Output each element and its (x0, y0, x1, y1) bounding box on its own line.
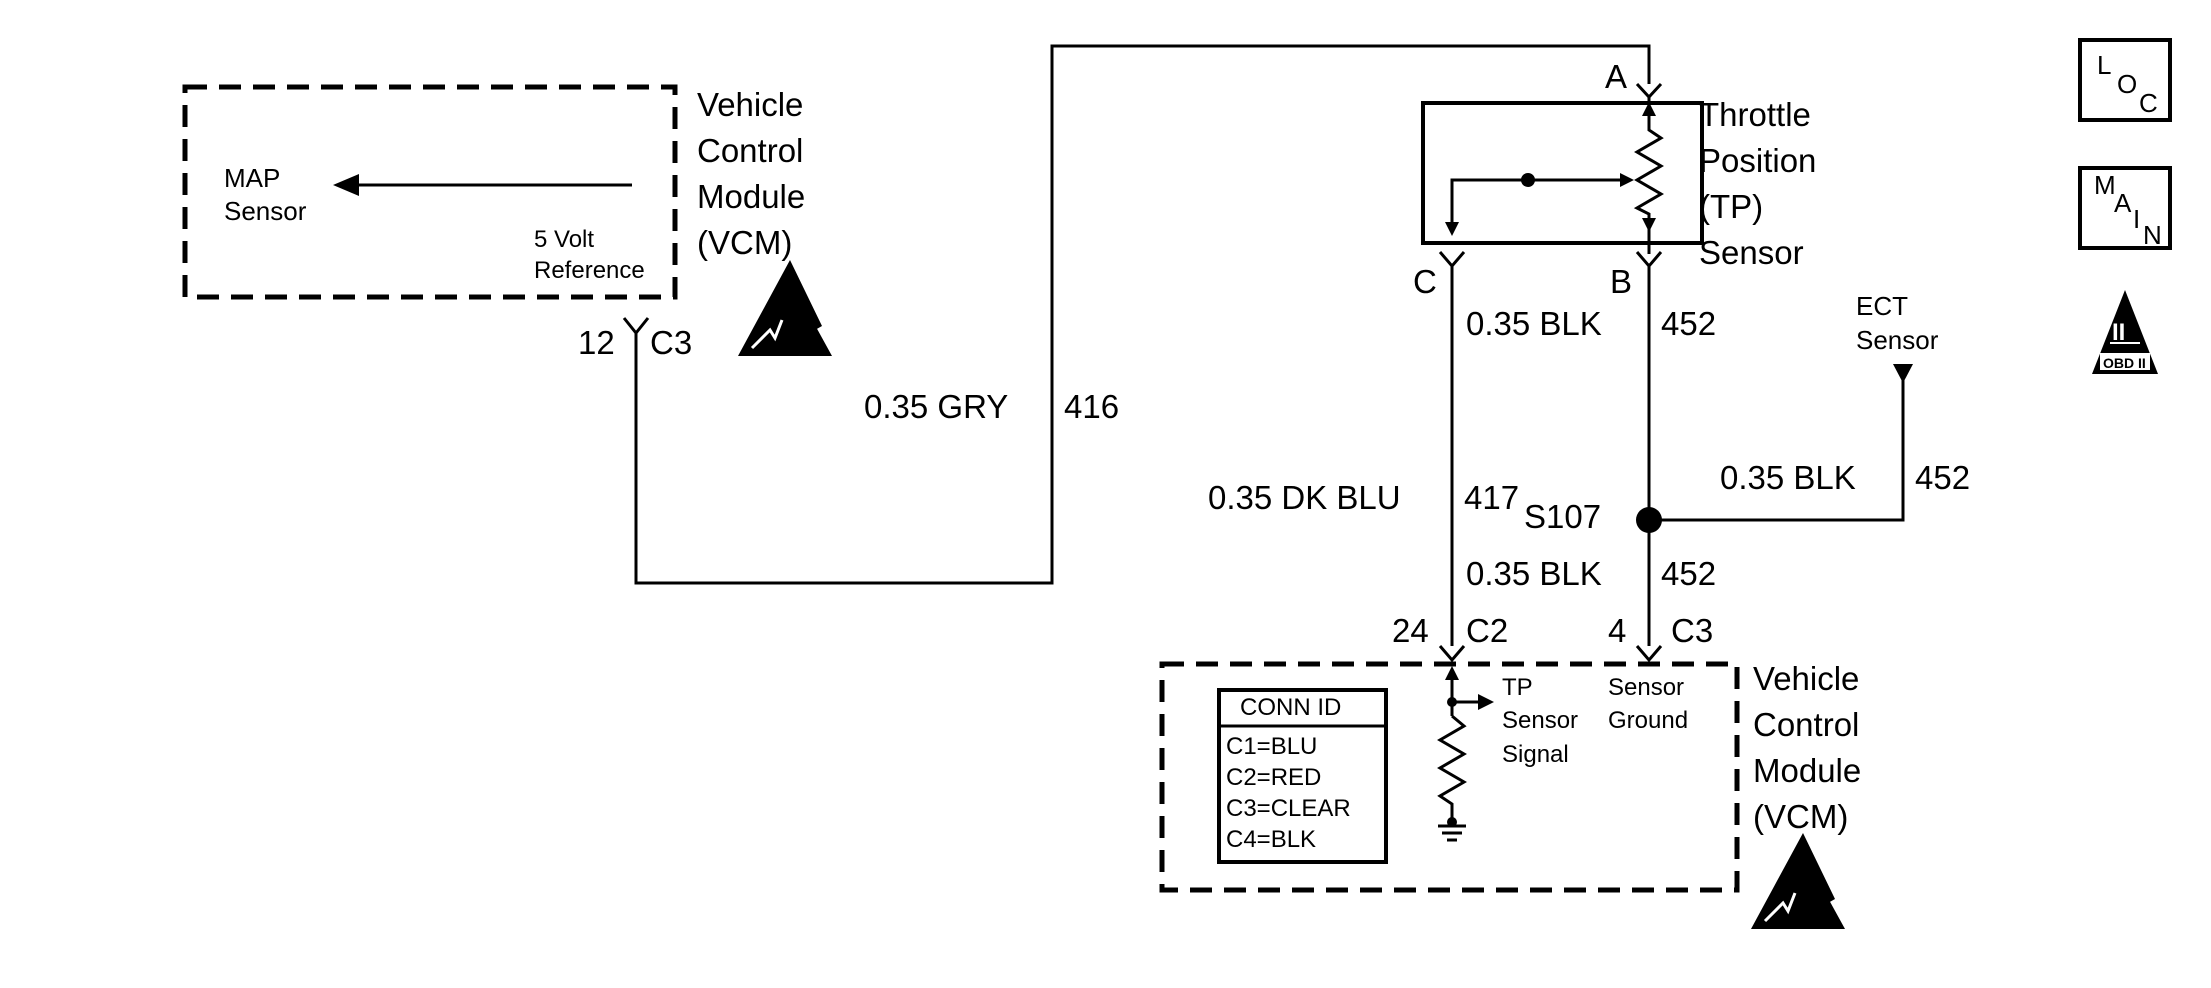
tp-resistor (1633, 97, 1664, 254)
esd-warning-icon (738, 258, 832, 356)
vcm-bottom-title-2: Control (1753, 706, 1859, 743)
vcm-top-title-2: Control (697, 132, 803, 169)
vcm-bottom-pin-right: 4 (1608, 612, 1626, 649)
vcm-bottom-title-3: Module (1753, 752, 1861, 789)
tp-pin-a: A (1605, 58, 1627, 95)
vcm-bottom-title-4: (VCM) (1753, 798, 1848, 835)
main-icon[interactable]: M A I N (2078, 166, 2172, 250)
wire-dkblu-gauge-color: 0.35 DK BLU (1208, 479, 1401, 516)
obd-ii-icon[interactable]: II OBD II (2092, 290, 2158, 374)
main-icon-letter-m: M (2094, 170, 2116, 200)
tp-signal-label-3: Signal (1502, 741, 1569, 768)
conn-id-item: C2=RED (1226, 764, 1321, 791)
loc-icon-letter-o: O (2117, 69, 2137, 99)
vcm-bottom-dashed-border (1159, 661, 1740, 893)
conn-id-item: C4=BLK (1226, 826, 1316, 853)
tp-resistor-arrow-top (1642, 102, 1656, 116)
vcm-top-title-4: (VCM) (697, 224, 792, 261)
tp-sensor-title-3: (TP) (1699, 188, 1763, 225)
obd-icon-numeral: II (2112, 319, 2125, 346)
conn-id-title: CONN ID (1240, 694, 1341, 721)
loc-icon-letter-c: C (2139, 88, 2158, 118)
tp-signal-label-1: TP (1502, 674, 1533, 701)
tp-wiper-pivot-dot (1521, 173, 1535, 187)
vcm-bottom-conn-right: C3 (1671, 612, 1713, 649)
loc-icon[interactable]: L O C (2078, 38, 2172, 122)
wire-gry-circuit: 416 (1064, 388, 1119, 425)
conn-id-table: CONN ID C1=BLU C2=RED C3=CLEAR C4=BLK (1217, 688, 1388, 864)
vcm-bottom-conn-left: C2 (1466, 612, 1508, 649)
tp-pin-c: C (1413, 263, 1437, 300)
tp-sensor-title-2: Position (1699, 142, 1816, 179)
splice-s107-label: S107 (1524, 498, 1601, 535)
wire-blk-upper-circuit: 452 (1661, 305, 1716, 342)
sensor-ground-label-1: Sensor (1608, 674, 1684, 701)
wire-gry-416 (634, 44, 1651, 585)
map-sensor-label-1: MAP (224, 163, 280, 193)
tp-wiper-line (1450, 178, 1622, 232)
tp-sensor-title-1: Throttle (1699, 96, 1811, 133)
esd-warning-icon (1751, 833, 1845, 929)
vcm-top-connector-symbol (622, 317, 650, 336)
wire-blk-upper-gauge-color: 0.35 BLK (1466, 305, 1602, 342)
vcm-top-module: MAP Sensor 5 Volt Reference Vehicle Cont… (182, 84, 832, 361)
vcm-bottom-title-1: Vehicle (1753, 660, 1859, 697)
tp-sensor: A Throttle Position (TP) Sensor C B (1413, 58, 1816, 300)
wire-dkblu-circuit: 417 (1464, 479, 1519, 516)
wire-blk-ect-circuit: 452 (1915, 459, 1970, 496)
tp-pin-b-connector-symbol (1635, 251, 1663, 269)
obd-icon-label: OBD II (2103, 355, 2146, 371)
tp-pin-b: B (1610, 263, 1632, 300)
vcm-bottom-conn-right-symbol (1635, 645, 1663, 663)
sensor-ground-label-2: Ground (1608, 707, 1688, 734)
wire-blk-lower-gauge-color: 0.35 BLK (1466, 555, 1602, 592)
wire-gry-gauge-color: 0.35 GRY (864, 388, 1008, 425)
vcm-top-dashed-border (182, 84, 678, 300)
vcm-bottom-module: 24 C2 4 C3 CONN ID C1=BLU C2=RED C3=CLEA… (1159, 612, 1861, 929)
main-icon-letter-i: I (2133, 204, 2140, 234)
tp-resistor-arrow-bottom (1642, 218, 1656, 232)
tp-signal-branch-arrowhead (1478, 694, 1494, 710)
map-sensor-label-2: Sensor (224, 196, 307, 226)
vcm-bottom-conn-left-symbol (1438, 645, 1466, 663)
tp-pin-a-connector-symbol (1635, 82, 1663, 100)
vcm-top-title-1: Vehicle (697, 86, 803, 123)
tp-sensor-housing (1421, 101, 1704, 245)
ect-sensor-label-2: Sensor (1856, 325, 1939, 355)
vcm-bottom-pin-left: 24 (1392, 612, 1429, 649)
main-icon-letter-n: N (2143, 220, 2162, 250)
tp-signal-input-arrow (1445, 666, 1459, 680)
loc-icon-letter-l: L (2097, 50, 2111, 80)
conn-id-item: C3=CLEAR (1226, 795, 1351, 822)
five-volt-ref-label-2: Reference (534, 257, 645, 284)
tp-pin-c-connector-symbol (1438, 251, 1466, 269)
pull-down-resistor (1437, 714, 1467, 822)
ect-sensor-label-1: ECT (1856, 291, 1908, 321)
ground-icon (1438, 817, 1466, 842)
wire-blk-lower-circuit: 452 (1661, 555, 1716, 592)
tp-pin-c-arrow (1445, 222, 1459, 236)
wire-blk-ect-gauge-color: 0.35 BLK (1720, 459, 1856, 496)
tp-signal-node-dot (1447, 697, 1457, 707)
conn-id-border (1217, 688, 1388, 864)
map-reference-arrowhead (333, 174, 359, 196)
ect-sensor-arrowhead (1893, 364, 1913, 383)
tp-sensor-title-4: Sensor (1699, 234, 1804, 271)
five-volt-ref-label-1: 5 Volt (534, 226, 594, 253)
main-icon-letter-a: A (2114, 188, 2132, 218)
conn-id-item: C1=BLU (1226, 733, 1317, 760)
vcm-top-pin-number: 12 (578, 324, 615, 361)
wire-blk-452-to-ect (1649, 375, 1905, 522)
vcm-top-connector-id: C3 (650, 324, 692, 361)
tp-signal-label-2: Sensor (1502, 707, 1578, 734)
vcm-top-title-3: Module (697, 178, 805, 215)
tp-wiper-arrowhead (1620, 173, 1634, 187)
